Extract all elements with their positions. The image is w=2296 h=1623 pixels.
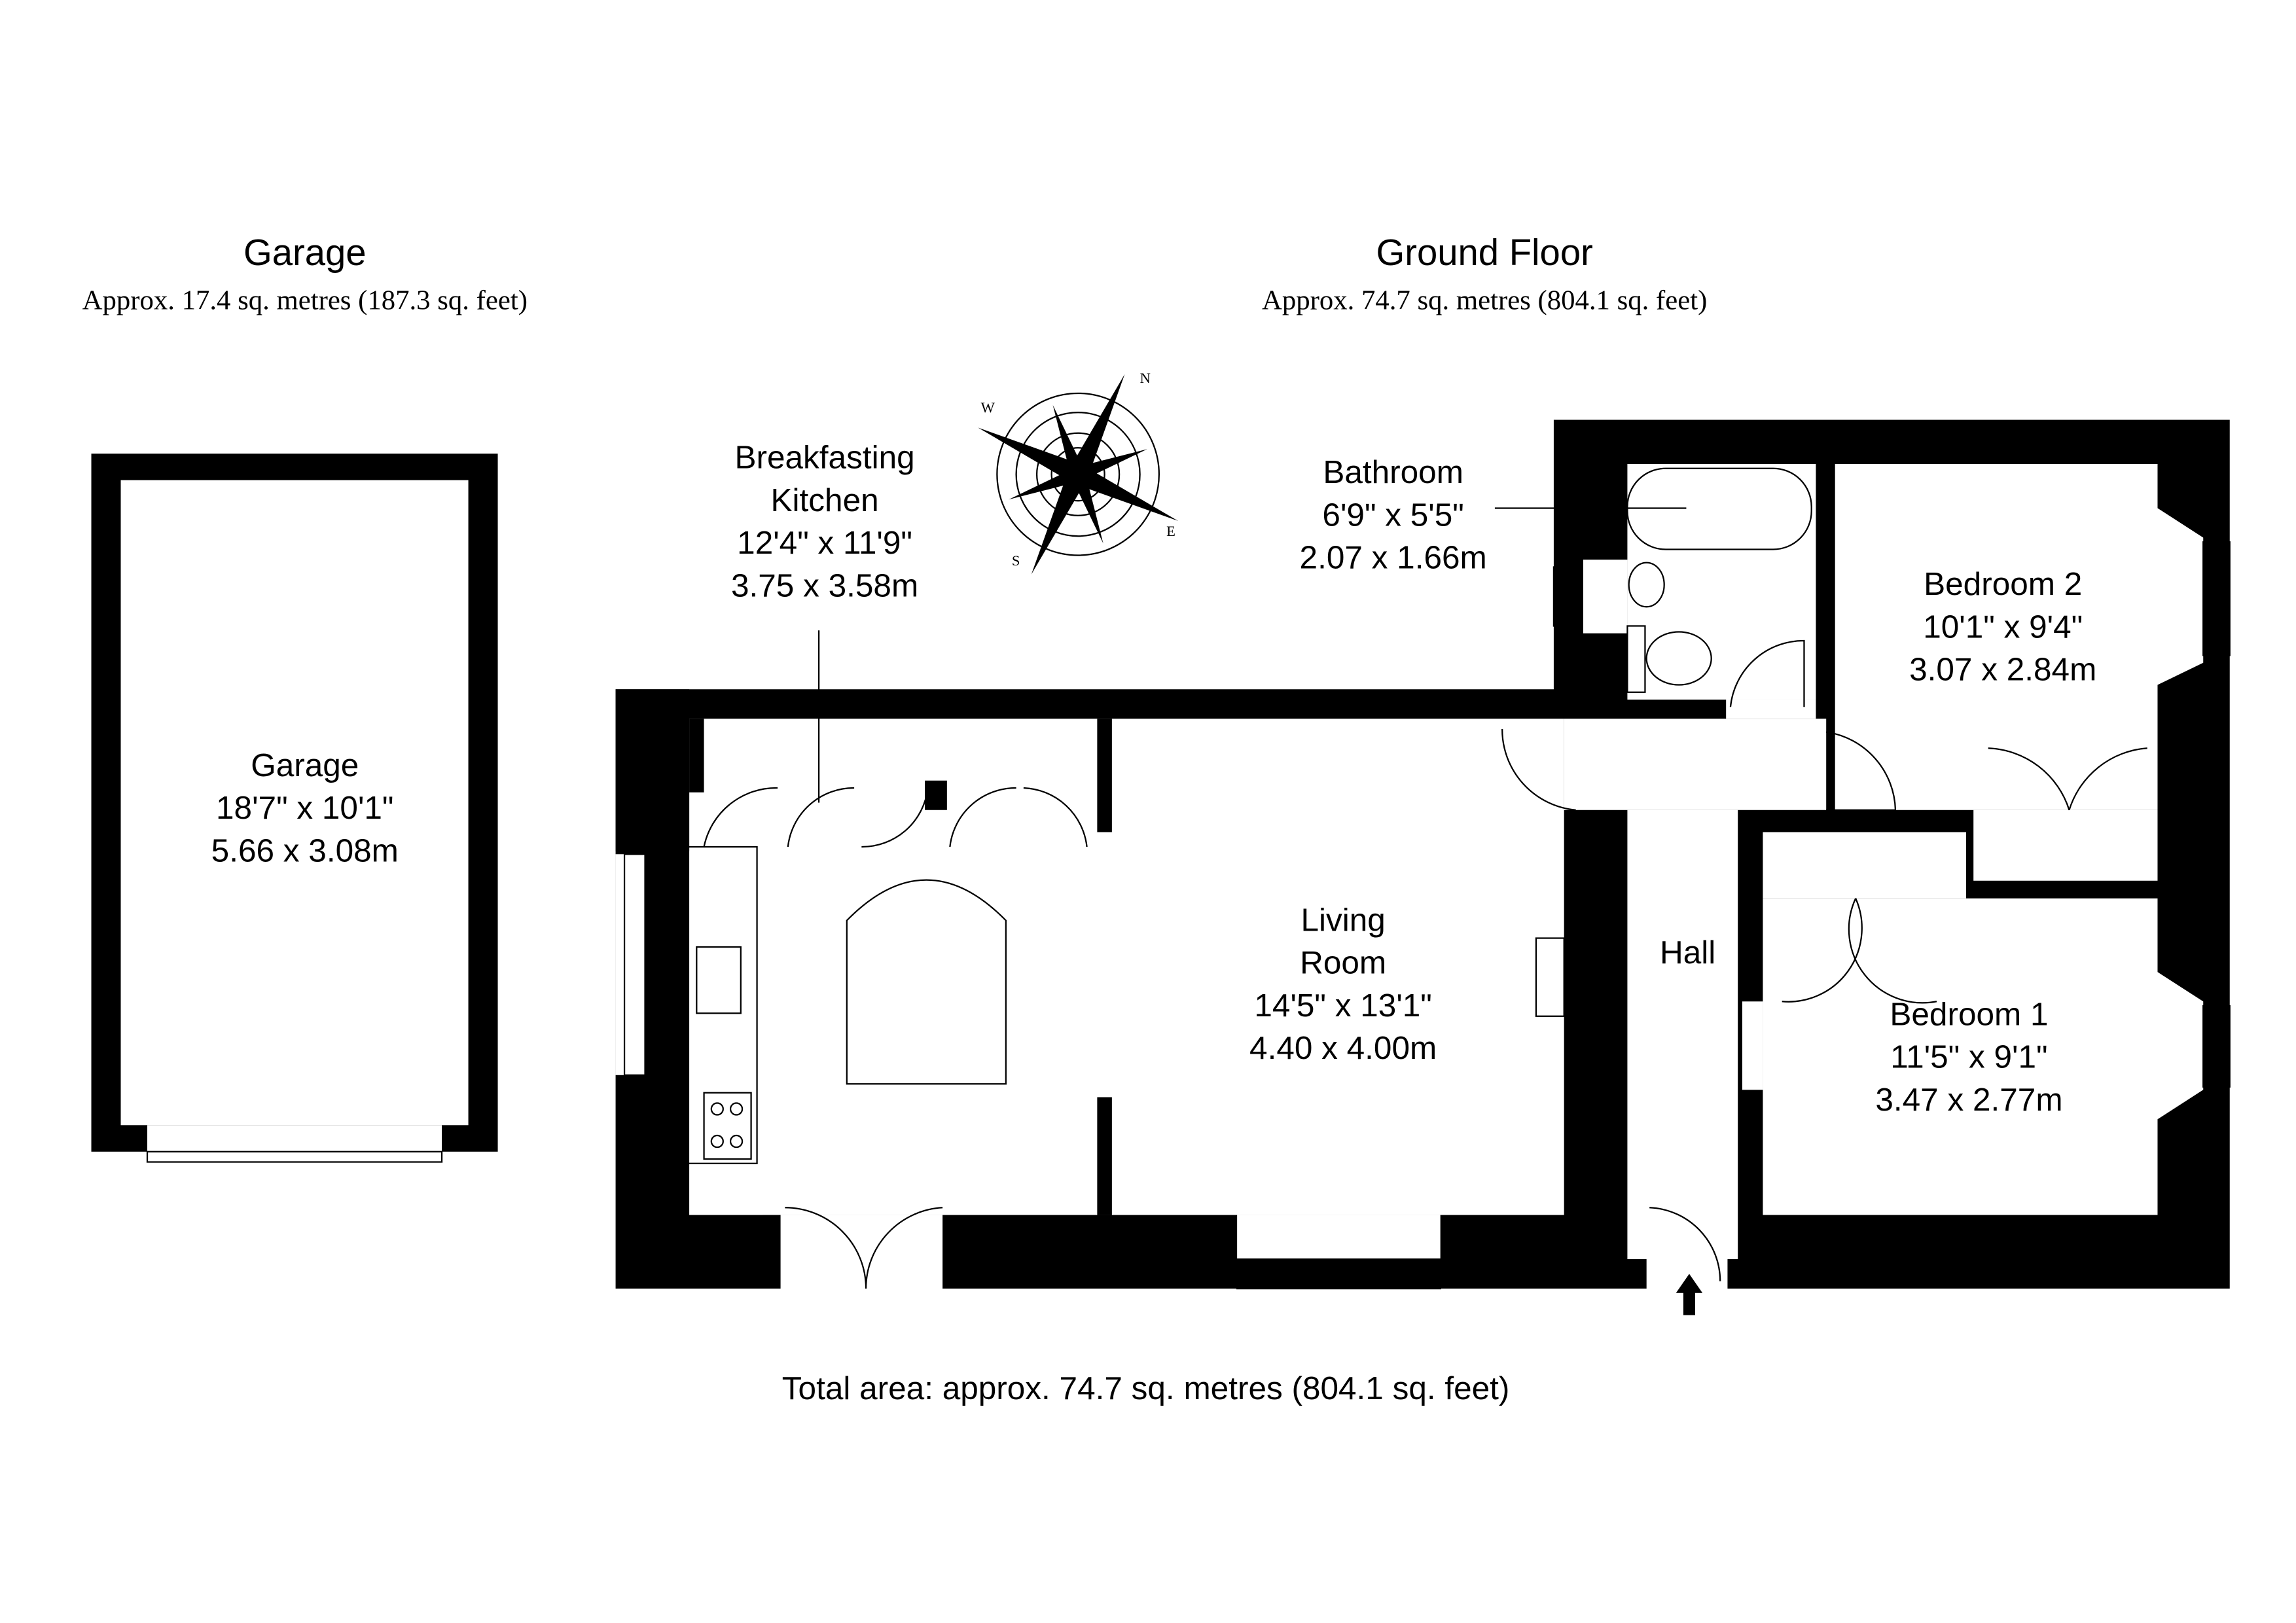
garage-area: Approx. 17.4 sq. metres (187.3 sq. feet): [82, 285, 528, 316]
garage-title: Garage: [243, 232, 367, 273]
bathroom-imperial: 6'9" x 5'5": [1322, 497, 1463, 533]
bedroom2-metric: 3.07 x 2.84m: [1909, 652, 2096, 688]
garage-imperial: 18'7" x 10'1": [216, 790, 393, 826]
kitchen-name-2: Kitchen: [771, 482, 879, 518]
ground-floor-title: Ground Floor: [1376, 232, 1592, 273]
bedroom1-imperial: 11'5" x 9'1": [1890, 1039, 2047, 1075]
compass-rose-icon: N S E W: [978, 370, 1179, 575]
bedroom2-name: Bedroom 2: [1924, 566, 2082, 602]
bedroom1-name: Bedroom 1: [1890, 996, 2048, 1032]
kitchen-metric: 3.75 x 3.58m: [731, 567, 918, 603]
garage-metric: 5.66 x 3.08m: [211, 833, 399, 869]
bathroom-metric: 2.07 x 1.66m: [1300, 540, 1487, 576]
garage-plan: [91, 454, 498, 1163]
living-metric: 4.40 x 4.00m: [1249, 1030, 1437, 1066]
compass-s: S: [1012, 552, 1020, 569]
bedroom2-imperial: 10'1" x 9'4": [1923, 609, 2083, 645]
compass-w: W: [981, 399, 996, 416]
bathroom-name: Bathroom: [1323, 454, 1463, 490]
living-imperial: 14'5" x 13'1": [1254, 988, 1431, 1024]
ground-floor-plan: [615, 419, 2231, 1315]
bedroom1-metric: 3.47 x 2.77m: [1875, 1082, 2062, 1118]
garage-name: Garage: [251, 747, 359, 783]
living-name-1: Living: [1300, 902, 1385, 938]
kitchen-name-1: Breakfasting: [735, 440, 915, 476]
total-area: Total area: approx. 74.7 sq. metres (804…: [782, 1370, 1510, 1406]
ground-floor-area: Approx. 74.7 sq. metres (804.1 sq. feet): [1262, 285, 1707, 316]
compass-n: N: [1140, 370, 1151, 386]
living-name-2: Room: [1300, 945, 1386, 981]
kitchen-imperial: 12'4" x 11'9": [737, 525, 912, 561]
hall-name: Hall: [1660, 935, 1715, 971]
compass-e: E: [1166, 523, 1175, 539]
